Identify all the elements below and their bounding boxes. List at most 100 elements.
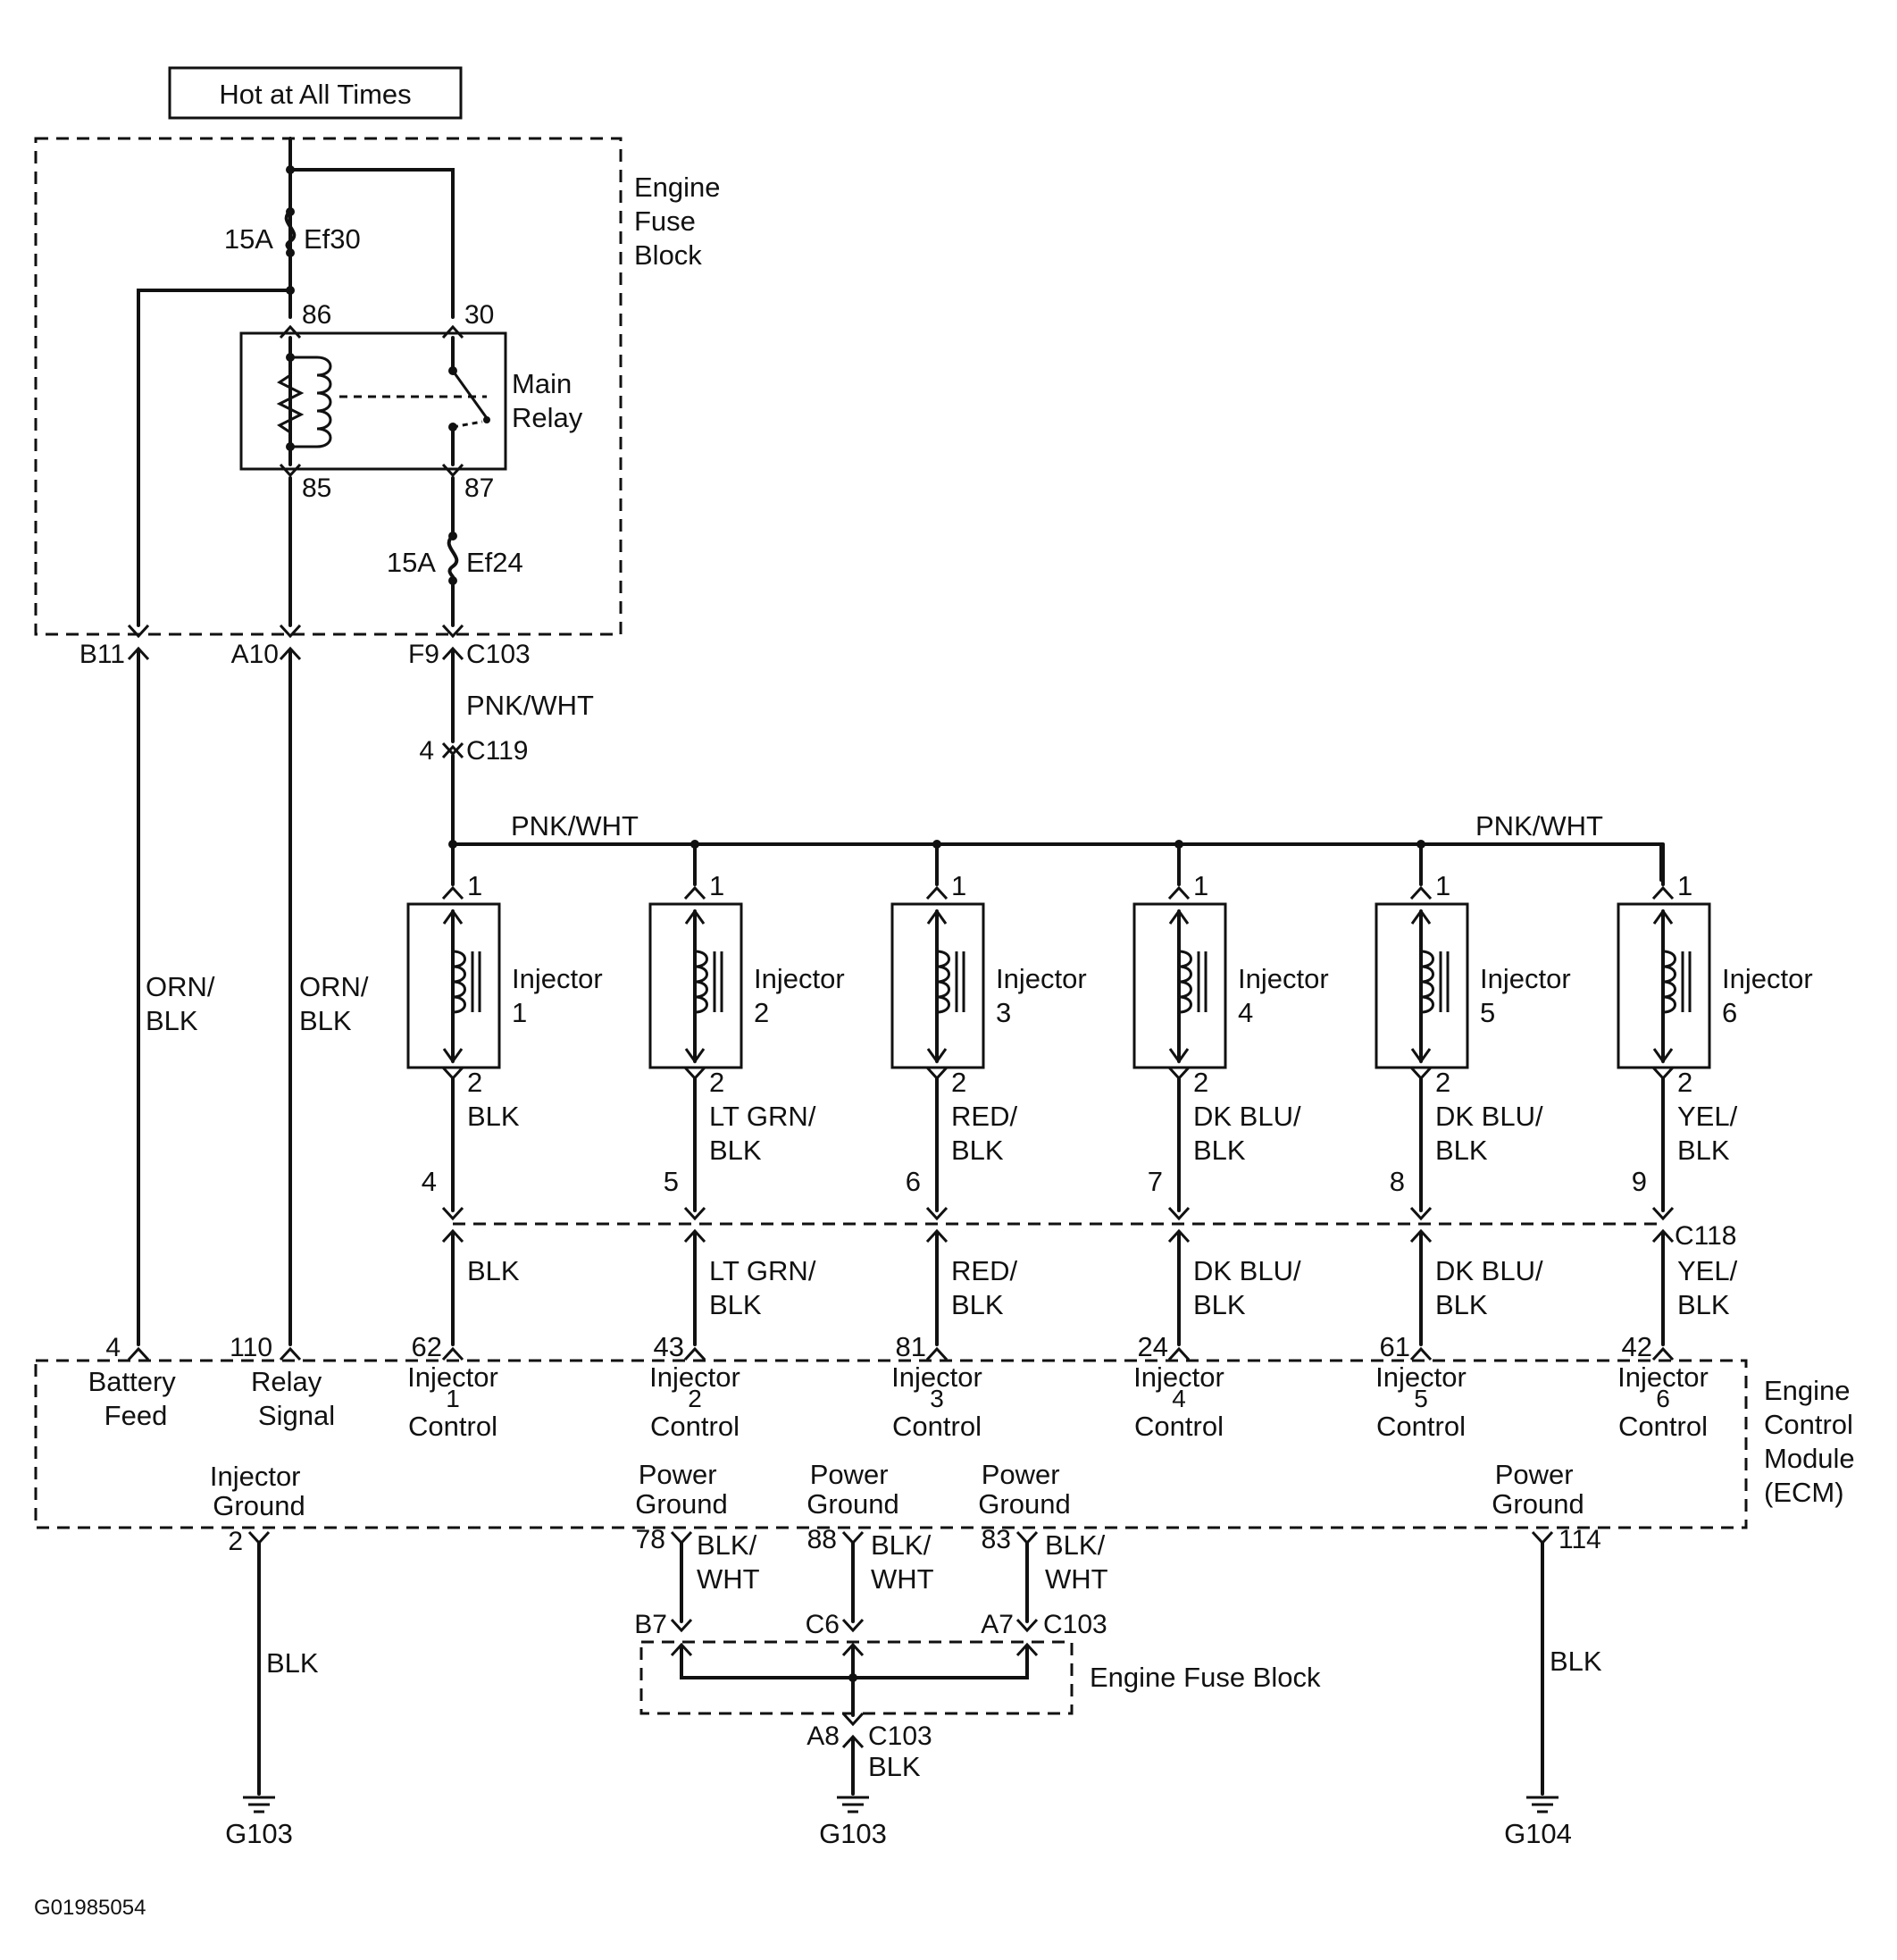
svg-text:Power Ground: Power Ground: [635, 1459, 727, 1520]
injector-4-ecm-pin: 24: [1138, 1331, 1168, 1362]
c118-name: C118: [1675, 1221, 1737, 1251]
injector-1-ecm-pin: 62: [412, 1331, 442, 1362]
injector-3-upper-wire-color: RED/BLK: [951, 1101, 1017, 1166]
ecm-power-ground-88: Power Ground 88: [806, 1459, 898, 1554]
injector-1-lower-wire-color: BLK: [467, 1255, 520, 1286]
battery-feed-wire-color: ORN/ BLK: [146, 971, 222, 1036]
c103-pin-c6: C6: [806, 1610, 840, 1639]
relay-pin-30: 30: [464, 300, 494, 330]
fuse-ef30-rating: 15A: [224, 223, 273, 255]
injector-6-lower-wire-color: YEL/BLK: [1677, 1255, 1738, 1320]
c119-name: C119: [466, 736, 529, 766]
relay-signal-wire-color: ORN/ BLK: [299, 971, 376, 1036]
relay-resistor: [276, 373, 305, 434]
injector-2-lower-wire-color: LT GRN/BLK: [709, 1255, 816, 1320]
svg-text:Power Ground: Power Ground: [806, 1459, 898, 1520]
injector-2-pin-in: 1: [709, 870, 724, 901]
injector-5-ecm-pin: 61: [1380, 1331, 1410, 1362]
battery-feed-branch: [137, 289, 292, 627]
figure-id: G01985054: [34, 1896, 146, 1920]
injector-6-upper-wire-color: YEL/BLK: [1677, 1101, 1738, 1166]
c103-connector-lower: B7 C6 A7 C103: [634, 1610, 1107, 1657]
injector-5-lower-wire-color: DK BLU/BLK: [1435, 1255, 1543, 1320]
ecm-relay-signal: 110 Relay Signal: [230, 1333, 335, 1431]
ground-g103-center: G103: [819, 1818, 887, 1849]
lower-fuse-block-title: Engine Fuse Block: [1090, 1662, 1321, 1693]
injector-1-upper-wire-color: BLK: [467, 1101, 520, 1132]
relay-pin-86: 86: [302, 300, 331, 330]
ecm-relay-signal-pin: 110: [230, 1333, 272, 1362]
c103-pin-a7: A7: [981, 1610, 1014, 1639]
svg-text:Power Ground: Power Ground: [1492, 1459, 1584, 1520]
injector-1-pin-out: 2: [467, 1067, 482, 1098]
pnk-wht-label: PNK/WHT: [466, 690, 594, 721]
ecm-power-ground-78: Power Ground 78: [635, 1459, 727, 1554]
svg-text:Injector Ground: Injector Ground: [210, 1461, 308, 1521]
engine-fuse-block-title: Engine Fuse Block: [634, 172, 728, 271]
injector-5-pin-in: 1: [1435, 870, 1450, 901]
lower-fuse-block-out-connector: C103: [868, 1721, 932, 1751]
ecm-outline: [34, 1359, 1748, 1529]
injector-6-pin-in: 1: [1677, 870, 1692, 901]
main-relay-label: Main Relay: [512, 368, 583, 433]
pnk-wht-bus: [451, 842, 1663, 882]
c103-connector-top: B11 A10 F9 C103: [79, 624, 531, 669]
fuse-ef24: 15A Ef24: [387, 532, 523, 585]
injector-3-lower-wire-color: RED/BLK: [951, 1255, 1017, 1320]
injector-2-pin-out: 2: [709, 1067, 724, 1098]
injector-5-pin-out: 2: [1435, 1067, 1450, 1098]
ecm-battery-feed: 4 Battery Feed: [88, 1333, 184, 1431]
ecm-title: Engine Control Module (ECM): [1764, 1375, 1862, 1508]
svg-text:Battery Feed: Battery Feed: [88, 1366, 184, 1431]
feed-branch-30: [288, 168, 455, 319]
relay-pin-87: 87: [464, 473, 494, 503]
injector-1-pin-in: 1: [467, 870, 482, 901]
lower-fuse-block-out-color: BLK: [868, 1751, 921, 1782]
c103-pin-b11: B11: [79, 640, 125, 669]
c103-pin-b7: B7: [634, 1610, 667, 1639]
injector-2-upper-wire-color: LT GRN/BLK: [709, 1101, 816, 1166]
fuse-ef30: 15A Ef30: [224, 207, 361, 257]
fuse-ef30-id: Ef30: [304, 223, 361, 255]
pg83-wire-color: BLK/ WHT: [1045, 1529, 1113, 1595]
fuse-ef24-id: Ef24: [466, 547, 523, 578]
c103-name-top: C103: [466, 640, 531, 669]
relay-coil: [316, 356, 332, 448]
injector-1-c118-pin: 4: [422, 1166, 437, 1197]
injector-6-c118-pin: 9: [1632, 1166, 1647, 1197]
svg-text:Relay Signal: Relay Signal: [251, 1366, 335, 1431]
injector-4-upper-wire-color: DK BLU/BLK: [1193, 1101, 1301, 1166]
injector-4-pin-in: 1: [1193, 870, 1208, 901]
engine-fuse-block-outline: [34, 137, 623, 636]
power-source-box: [168, 66, 463, 120]
injector-4-lower-wire-color: DK BLU/BLK: [1193, 1255, 1301, 1320]
ground-g104: G104: [1504, 1818, 1572, 1849]
c103-pin-f9: F9: [408, 640, 439, 669]
ecm-power-ground-83: Power Ground 83: [978, 1459, 1070, 1554]
injector-3-ecm-pin: 81: [896, 1331, 926, 1362]
ecm-battery-feed-pin: 4: [105, 1333, 121, 1362]
ecm-pg78-pin: 78: [636, 1525, 665, 1554]
injector-6-ecm-pin: 42: [1622, 1331, 1652, 1362]
injector-2-c118-pin: 5: [664, 1166, 679, 1197]
injector-6-pin-out: 2: [1677, 1067, 1692, 1098]
ecm-power-ground-114: Power Ground 114: [1492, 1459, 1601, 1554]
ecm-injector-ground: Injector Ground 2: [210, 1461, 308, 1556]
injector-5-upper-wire-color: DK BLU/BLK: [1435, 1101, 1543, 1166]
